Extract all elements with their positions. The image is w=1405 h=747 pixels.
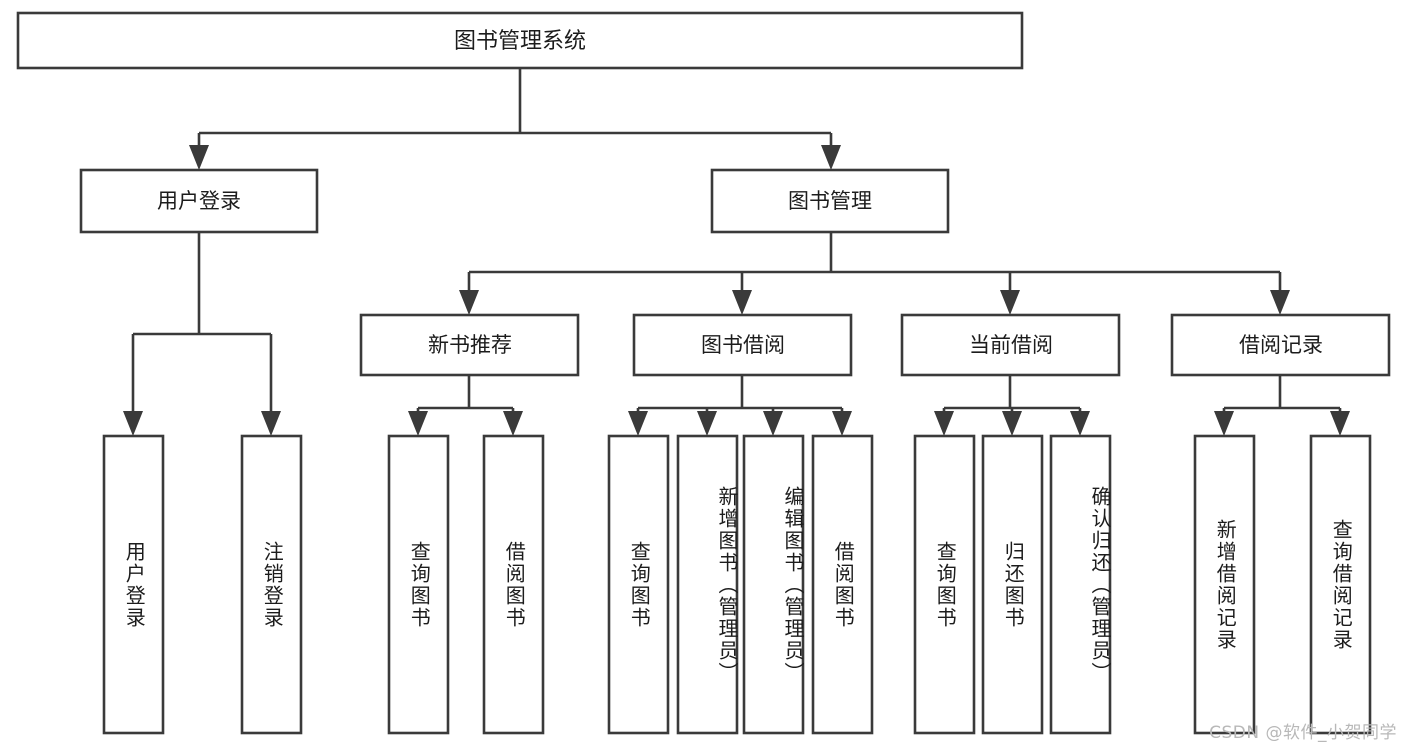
node-current-borrow-label: 当前借阅 xyxy=(969,333,1053,357)
arrow-head-borrow-record xyxy=(1270,290,1290,315)
arrow-head-leaf-user-login xyxy=(123,411,143,436)
node-leaf-query-record[interactable] xyxy=(1309,434,1372,735)
arrow-head-book-borrow xyxy=(732,290,752,315)
node-user-login[interactable] xyxy=(79,168,319,234)
node-leaf-return-book[interactable] xyxy=(981,434,1044,735)
arrow-head-leaf-edit-book xyxy=(763,411,783,436)
arrow-head-leaf-borrow-book-2 xyxy=(832,411,852,436)
arrow-head-leaf-borrow-book-1 xyxy=(503,411,523,436)
node-borrow-record-label: 借阅记录 xyxy=(1239,333,1323,357)
arrow-head-user-login xyxy=(189,145,209,170)
arrow-head-leaf-query-record xyxy=(1330,411,1350,436)
node-leaf-edit-book[interactable] xyxy=(742,434,805,735)
node-layer: 图书管理系统 用户登录 图书管理 新书推荐 图书借阅 当前借阅 借阅记录 xyxy=(16,11,1391,735)
arrow-head-leaf-add-record xyxy=(1214,411,1234,436)
node-leaf-query-book-2[interactable] xyxy=(607,434,670,735)
node-book-borrow-label: 图书借阅 xyxy=(701,333,785,357)
watermark-text: CSDN @软件_小贺同学 xyxy=(1209,723,1397,743)
arrow-head-leaf-query-book-3 xyxy=(934,411,954,436)
connector-layer xyxy=(123,68,1350,436)
node-leaf-query-book-1[interactable] xyxy=(387,434,450,735)
node-new-book-recommend-label: 新书推荐 xyxy=(428,333,512,357)
node-borrow-record[interactable] xyxy=(1170,313,1391,377)
node-user-login-label: 用户登录 xyxy=(157,189,241,213)
node-leaf-logout-login[interactable] xyxy=(240,434,303,735)
node-current-borrow[interactable] xyxy=(900,313,1121,377)
node-new-book-recommend[interactable] xyxy=(359,313,580,377)
node-book-management-label: 图书管理 xyxy=(788,189,872,213)
node-leaf-add-book[interactable] xyxy=(676,434,739,735)
node-book-borrow[interactable] xyxy=(632,313,853,377)
arrow-head-leaf-query-book-2 xyxy=(628,411,648,436)
arrow-head-current-borrow xyxy=(1000,290,1020,315)
node-root-label: 图书管理系统 xyxy=(454,29,586,54)
arrow-head-leaf-query-book-1 xyxy=(408,411,428,436)
node-leaf-query-book-3[interactable] xyxy=(913,434,976,735)
arrow-head-leaf-logout-login xyxy=(261,411,281,436)
node-leaf-add-record[interactable] xyxy=(1193,434,1256,735)
arrow-head-leaf-confirm-return xyxy=(1070,411,1090,436)
arrow-head-leaf-add-book xyxy=(697,411,717,436)
node-leaf-borrow-book-2[interactable] xyxy=(811,434,874,735)
node-root[interactable] xyxy=(16,11,1024,70)
node-leaf-user-login[interactable] xyxy=(102,434,165,735)
arrow-head-leaf-return-book xyxy=(1002,411,1022,436)
arrow-head-new-book-recommend xyxy=(459,290,479,315)
arrow-head-book-management xyxy=(821,145,841,170)
node-leaf-borrow-book-1[interactable] xyxy=(482,434,545,735)
node-leaf-confirm-return[interactable] xyxy=(1049,434,1112,735)
node-book-management[interactable] xyxy=(710,168,950,234)
